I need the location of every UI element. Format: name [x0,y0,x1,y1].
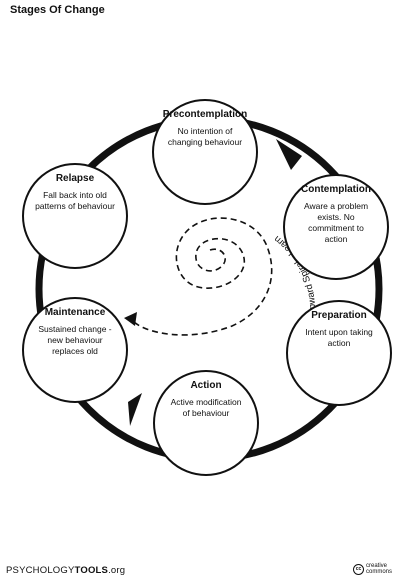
stage-description: Sustained change - new behaviour replace… [38,324,112,356]
stage-maintenance: Maintenance Sustained change - new behav… [22,297,128,403]
stage-title: Preparation [311,310,367,321]
page-title: Stages Of Change [10,4,105,16]
stage-action: Action Active modification of behaviour [153,370,259,476]
cc-icon: cc [353,563,364,575]
arrowhead-icon [276,139,302,170]
stage-description: Intent upon taking action [305,327,373,348]
spiral-path [133,217,273,336]
stage-title: Action [190,380,222,391]
stage-description: Active modification of behaviour [170,397,242,418]
stage-description: Aware a problem exists. No commitment to… [303,201,369,244]
stage-title: Precontemplation [162,109,248,120]
spiral-arrowhead-icon [124,312,137,326]
stage-relapse: Relapse Fall back into old patterns of b… [22,163,128,269]
stage-title: Maintenance [44,307,106,318]
cc-label: creative commons [366,563,393,575]
stage-title: Relapse [55,173,95,184]
stage-precontemplation: Precontemplation No intention of changin… [152,99,258,205]
stage-description: Fall back into old patterns of behaviour [35,190,115,211]
stage-title: Contemplation [301,184,371,195]
stage-contemplation: Contemplation Aware a problem exists. No… [283,174,389,280]
creative-commons-badge[interactable]: cc creative commons [353,563,394,575]
arrowhead-icon [128,393,142,426]
stage-description: No intention of changing behaviour [167,126,243,147]
stage-preparation: Preparation Intent upon taking action [286,300,392,406]
footer-brand[interactable]: PSYCHOLOGYTOOLS.org [6,565,126,576]
